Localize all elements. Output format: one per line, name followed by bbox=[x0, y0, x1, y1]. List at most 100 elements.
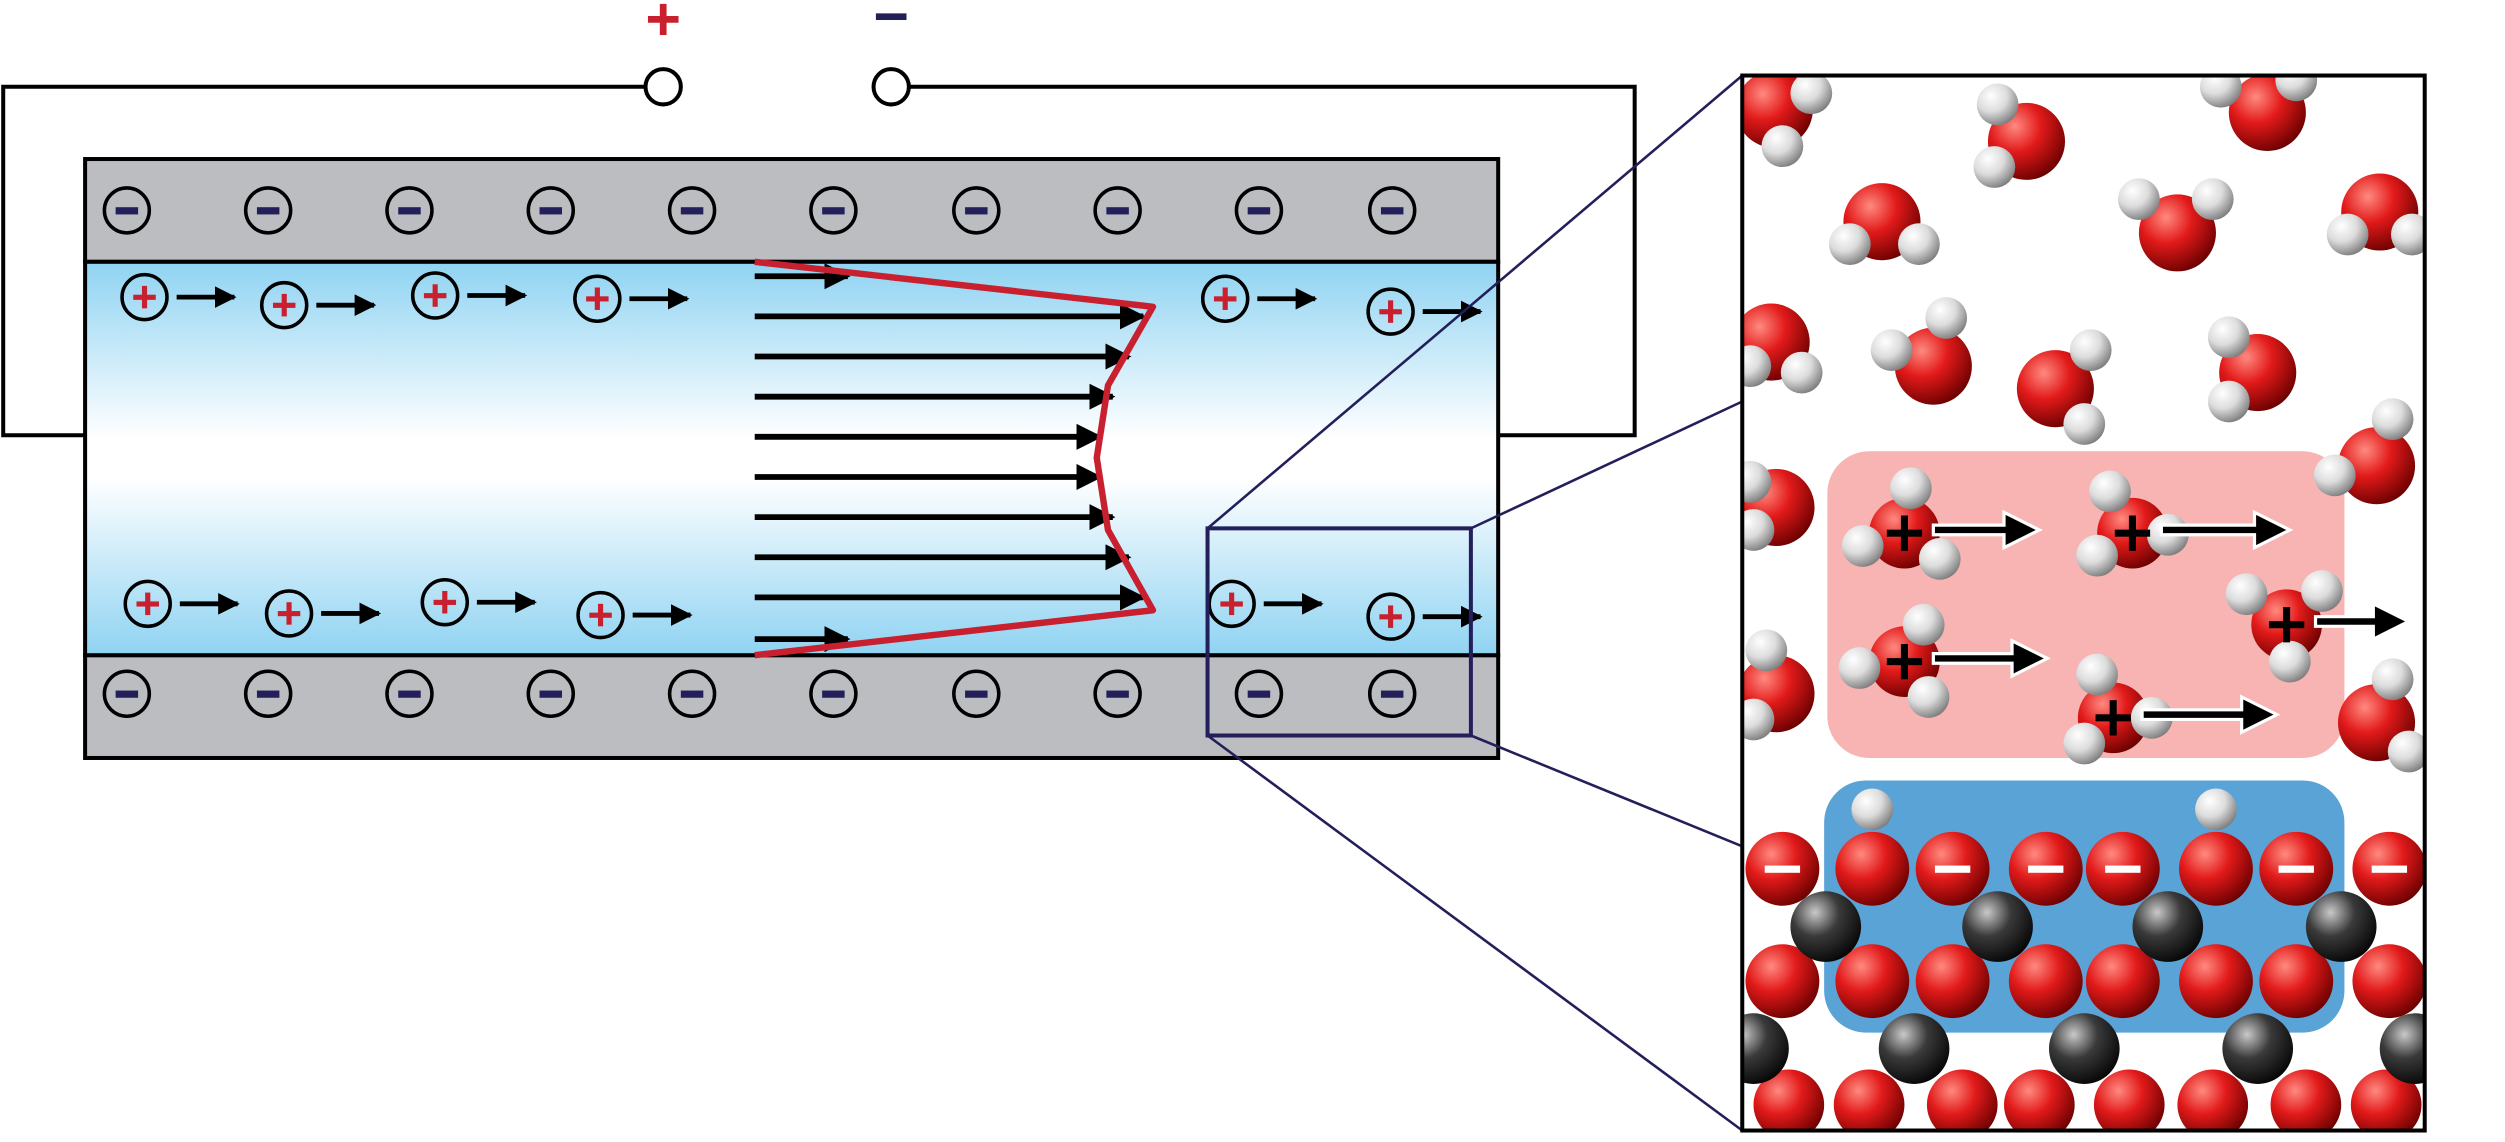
anion-ring bbox=[809, 669, 858, 718]
oxygen-atom bbox=[1833, 1069, 1905, 1131]
cation-symbol bbox=[1886, 515, 1923, 551]
hydrogen-atom bbox=[1761, 125, 1804, 168]
flow-arrow bbox=[1931, 509, 2043, 551]
oxygen-atom bbox=[2338, 427, 2416, 505]
negative-terminal-label: − bbox=[873, 0, 909, 50]
hydrogen-atom bbox=[2268, 640, 2311, 683]
anion-ring bbox=[952, 669, 1001, 718]
cation-symbol bbox=[281, 293, 287, 317]
velocity-profile-curve bbox=[754, 258, 1157, 659]
oxygen-atom bbox=[1894, 327, 1972, 405]
cation-ring bbox=[1200, 274, 1250, 323]
cation-symbol-bar bbox=[2109, 700, 2117, 736]
wall-anion bbox=[1367, 186, 1417, 235]
anion-symbol bbox=[1934, 865, 1971, 873]
wall-anion bbox=[526, 186, 576, 235]
anion-symbol bbox=[115, 207, 139, 215]
cation bbox=[259, 280, 377, 330]
oxygen-atom bbox=[1926, 1069, 1998, 1131]
anion-symbol bbox=[1247, 690, 1271, 698]
channel-wall-top bbox=[83, 157, 1501, 264]
cation-ring bbox=[1366, 287, 1415, 336]
hydrogen-atom bbox=[2225, 573, 2268, 616]
hydrogen-atom bbox=[2207, 316, 2250, 359]
cation-ring bbox=[573, 274, 622, 323]
cation-symbol bbox=[2114, 515, 2151, 551]
oxygen-atom bbox=[2008, 944, 2083, 1019]
hydrogen-atom bbox=[2069, 329, 2112, 371]
hydrogen-atom bbox=[2371, 398, 2414, 441]
hydrogen-atom bbox=[1742, 698, 1775, 741]
positive-terminal-label: + bbox=[645, 0, 681, 53]
cation-ring bbox=[259, 280, 309, 330]
anion-symbol bbox=[398, 207, 421, 215]
silicon-atom bbox=[1962, 891, 2033, 962]
anion-ring bbox=[243, 669, 293, 718]
silicon-atom bbox=[1878, 1013, 1950, 1084]
cation-symbol bbox=[1388, 300, 1394, 323]
cation bbox=[120, 272, 237, 322]
hydrogen-atom bbox=[2076, 653, 2119, 696]
hydrogen-atom bbox=[2063, 722, 2106, 765]
cation-symbol-bar bbox=[1900, 515, 1908, 551]
cation-symbol bbox=[1222, 287, 1228, 310]
cation-symbol-bar bbox=[1900, 643, 1908, 680]
silicon-atom bbox=[1790, 891, 1862, 962]
silicon-atom bbox=[2379, 1013, 2425, 1084]
cation-symbol bbox=[597, 603, 604, 627]
hydrogen-atom bbox=[2387, 730, 2425, 773]
anion-symbol bbox=[1106, 207, 1129, 215]
zoom-panel-frame bbox=[1740, 73, 2427, 1133]
wall-anion bbox=[1093, 186, 1142, 235]
hydrogen-atom bbox=[1973, 146, 2016, 188]
hydrogen-atom bbox=[2118, 178, 2160, 221]
cation-symbol bbox=[145, 592, 151, 616]
wall-anion bbox=[809, 669, 858, 718]
hydrogen-atom bbox=[2313, 454, 2356, 497]
cation-ring bbox=[410, 271, 460, 320]
wall-anion bbox=[952, 186, 1001, 235]
cation-symbol bbox=[1388, 605, 1394, 628]
hydrogen-atom bbox=[2199, 75, 2242, 108]
anion-ring bbox=[526, 186, 576, 235]
wall-anion bbox=[243, 669, 293, 718]
hydrogen-atom bbox=[1870, 329, 1913, 371]
oxygen-atom bbox=[2177, 1069, 2249, 1131]
hydrogen-atom bbox=[2275, 75, 2318, 102]
hydrogen-atom bbox=[1745, 629, 1788, 672]
hydrogen-atom bbox=[2207, 380, 2250, 423]
oxygen-atom bbox=[2350, 1069, 2422, 1131]
cation bbox=[264, 589, 382, 638]
cation bbox=[123, 579, 240, 629]
cation-symbol bbox=[432, 284, 438, 307]
oxygen-atom bbox=[2138, 194, 2216, 272]
anion-symbol bbox=[1764, 865, 1801, 873]
cation-symbol bbox=[1229, 592, 1235, 616]
cation-ring bbox=[576, 590, 625, 640]
oxygen-atom bbox=[2179, 831, 2253, 906]
hydrogen-atom bbox=[1790, 75, 1833, 115]
flow-arrow bbox=[2159, 509, 2294, 551]
anion-ring bbox=[1367, 669, 1417, 718]
flow-arrow bbox=[1931, 638, 2051, 679]
hydrogen-atom bbox=[2390, 213, 2425, 256]
oxygen-atom bbox=[2004, 1069, 2075, 1131]
cation-ring bbox=[1366, 592, 1415, 641]
wall-anion bbox=[1367, 669, 1417, 718]
flow-arrow bbox=[2313, 601, 2413, 642]
cation-symbol bbox=[141, 285, 148, 309]
anion-ring bbox=[243, 186, 293, 235]
anion-symbol bbox=[1380, 690, 1404, 698]
hydrogen-atom bbox=[1889, 467, 1932, 510]
wall-anion bbox=[809, 186, 858, 235]
zoom-line-top-right bbox=[1470, 400, 1743, 530]
anion-symbol bbox=[2278, 865, 2314, 873]
wall-anion bbox=[526, 669, 576, 718]
molecular-zoom-panel bbox=[1740, 73, 2427, 1133]
wall-anion bbox=[1234, 669, 1284, 718]
hydrogen-atom bbox=[1828, 223, 1871, 266]
channel bbox=[83, 157, 1501, 760]
hydrogen-atom bbox=[2089, 470, 2131, 513]
hydrogen-atom bbox=[1742, 509, 1775, 551]
